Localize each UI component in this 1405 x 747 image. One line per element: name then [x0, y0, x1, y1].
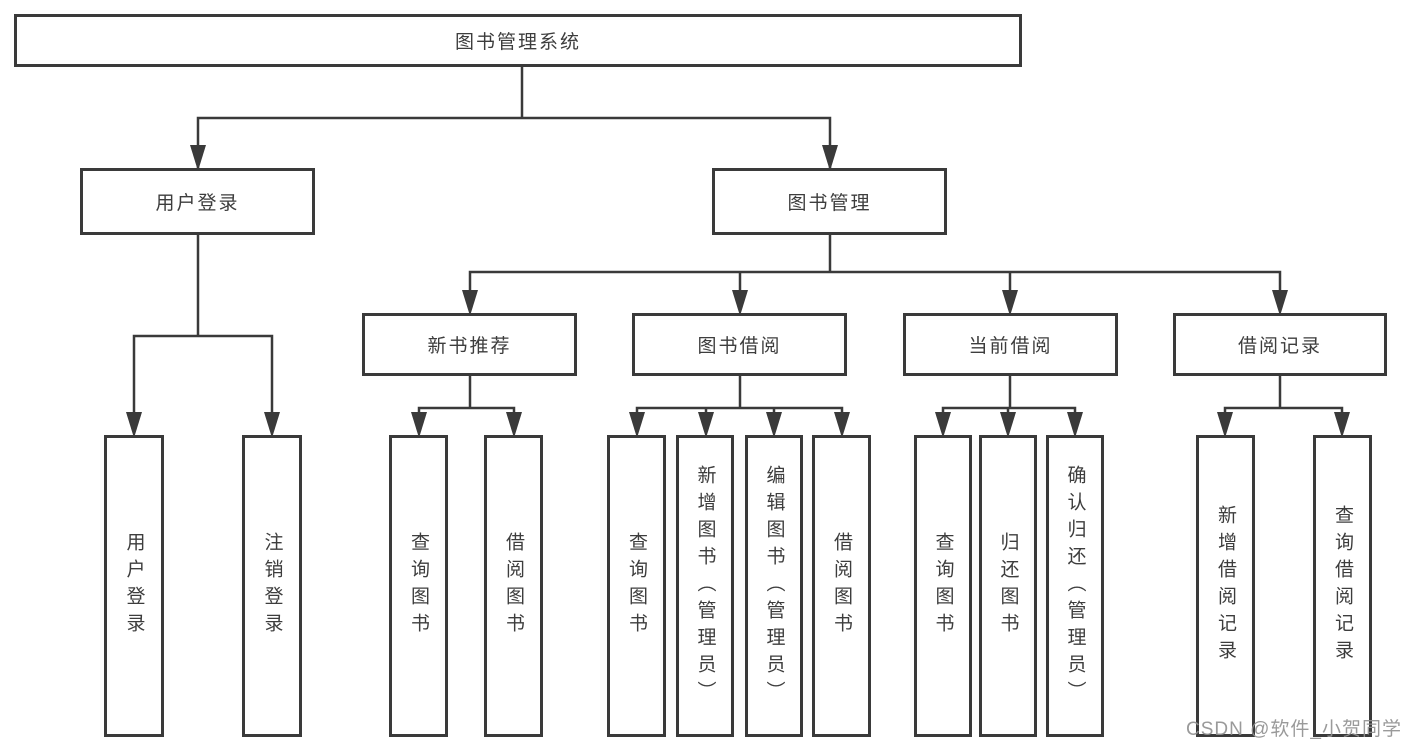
node-current-borrow: 当前借阅 — [903, 313, 1118, 376]
leaf-borrow-books-recommend: 借阅图书 — [484, 435, 543, 737]
node-label: 借阅图书 — [831, 532, 852, 640]
edge-l3-rail — [468, 270, 1282, 310]
node-root-system: 图书管理系统 — [14, 14, 1022, 67]
node-label: 图书管理系统 — [454, 32, 581, 53]
node-label: 查询图书 — [408, 532, 429, 640]
arrow-icon — [766, 412, 782, 438]
node-label: 新书推荐 — [427, 336, 512, 357]
arrow-icon — [935, 412, 951, 438]
node-book-management: 图书管理 — [712, 168, 947, 235]
arrow-icon — [126, 412, 142, 438]
node-label: 注销登录 — [261, 532, 283, 640]
node-label: 查询图书 — [626, 532, 647, 640]
node-label: 借阅记录 — [1237, 336, 1322, 357]
node-label: 查询借阅记录 — [1332, 505, 1353, 667]
leaf-confirm-return-admin: 确认归还（管理员） — [1046, 435, 1104, 737]
arrow-icon — [629, 412, 645, 438]
arrow-icon — [506, 412, 522, 438]
node-label: 用户登录 — [123, 532, 145, 640]
leaf-query-borrow-record: 查询借阅记录 — [1313, 435, 1372, 737]
arrow-icon — [264, 412, 280, 438]
node-label: 图书管理 — [787, 193, 872, 214]
arrow-icon — [822, 145, 838, 171]
csdn-watermark: CSDN @软件_小贺同学 — [1186, 719, 1402, 740]
node-label: 确认归还（管理员） — [1064, 464, 1086, 708]
arrow-icon — [411, 412, 427, 438]
node-user-login: 用户登录 — [80, 168, 315, 235]
node-label: 借阅图书 — [503, 532, 524, 640]
arrowheads — [126, 145, 1350, 438]
leaf-query-books-current: 查询图书 — [914, 435, 972, 737]
edge-borrow-rail — [635, 406, 844, 431]
node-label: 用户登录 — [155, 193, 240, 214]
arrow-icon — [462, 290, 478, 316]
leaf-query-books-borrow: 查询图书 — [607, 435, 666, 737]
edge-records-rail — [1223, 406, 1344, 431]
arrow-icon — [1067, 412, 1083, 438]
arrow-icon — [1002, 290, 1018, 316]
arrow-icon — [1217, 412, 1233, 438]
leaf-borrow-books: 借阅图书 — [812, 435, 871, 737]
arrow-icon — [698, 412, 714, 438]
leaf-return-books: 归还图书 — [979, 435, 1037, 737]
arrow-icon — [1334, 412, 1350, 438]
leaf-query-books-recommend: 查询图书 — [389, 435, 448, 737]
arrow-icon — [834, 412, 850, 438]
node-label: 查询图书 — [932, 532, 954, 640]
arrow-icon — [190, 145, 206, 171]
edge-login-rail — [132, 334, 274, 431]
node-borrow-records: 借阅记录 — [1173, 313, 1387, 376]
node-label: 图书借阅 — [697, 336, 782, 357]
arrow-icon — [1272, 290, 1288, 316]
leaf-add-books-admin: 新增图书（管理员） — [676, 435, 734, 737]
arrow-icon — [732, 290, 748, 316]
node-new-book-recommend: 新书推荐 — [362, 313, 577, 376]
node-label: 新增图书（管理员） — [694, 464, 716, 708]
node-label: 新增借阅记录 — [1215, 505, 1236, 667]
edge-newbook-rail — [417, 406, 516, 431]
leaf-user-login: 用户登录 — [104, 435, 164, 737]
node-book-borrow: 图书借阅 — [632, 313, 847, 376]
arrow-icon — [1000, 412, 1016, 438]
leaf-logout: 注销登录 — [242, 435, 302, 737]
node-label: 当前借阅 — [968, 336, 1053, 357]
node-label: 编辑图书（管理员） — [763, 464, 785, 708]
leaf-add-borrow-record: 新增借阅记录 — [1196, 435, 1255, 737]
leaf-edit-books-admin: 编辑图书（管理员） — [745, 435, 803, 737]
edge-l2-rail — [196, 116, 832, 168]
node-label: 归还图书 — [997, 532, 1019, 640]
